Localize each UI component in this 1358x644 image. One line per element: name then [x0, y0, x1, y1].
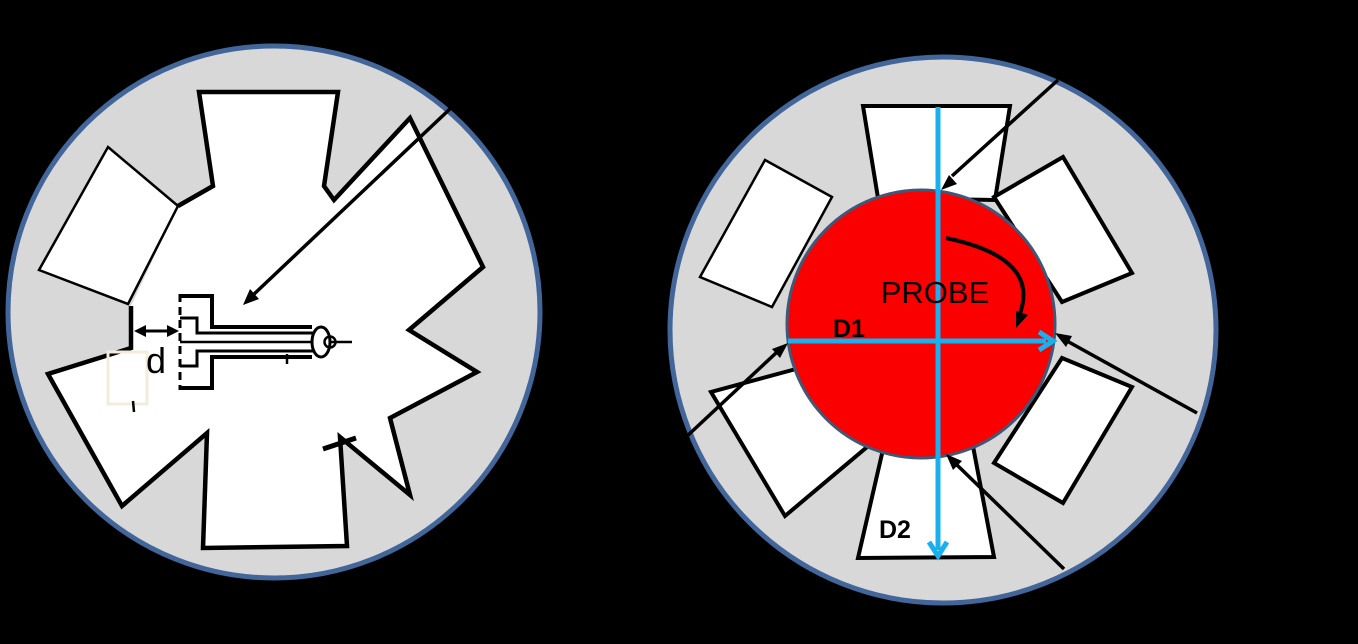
right-disc-figure: PROBE D1 D2	[667, 54, 1219, 606]
left-pole-star-outline	[44, 89, 486, 551]
left-thin-pole	[37, 145, 180, 306]
probe-circle	[785, 188, 1057, 460]
gap-arrowhead-left-icon	[134, 325, 146, 337]
left-pole-star-cavity	[48, 92, 483, 548]
gap-highlight-tick	[131, 400, 136, 413]
d1-measure-arrow	[788, 329, 1058, 353]
probe-body-top-inner	[180, 316, 314, 335]
d2-label: D2	[879, 516, 911, 544]
sensor-line-left	[683, 343, 788, 440]
d1-label: D1	[833, 315, 865, 343]
left-disc-figure: d	[5, 43, 543, 581]
rotation-arrow	[945, 236, 1028, 328]
probe-tip-ellipse	[310, 325, 332, 359]
gap-arrowhead-right-icon	[167, 325, 179, 337]
probe-body-bottom-outer	[180, 355, 312, 390]
probe-schematic	[178, 294, 352, 390]
probe-label: PROBE	[881, 275, 990, 310]
gap-dimension-arrow	[134, 325, 179, 337]
sensor-arrowhead-bottom-icon	[946, 454, 962, 470]
sensor-line-right	[1055, 333, 1198, 415]
left-notch-tick	[322, 435, 357, 452]
gap-highlight-box	[106, 350, 149, 406]
sensor-line-bottom	[946, 454, 1066, 571]
sensor-line-top	[941, 78, 1060, 190]
probe-pointer-arrowhead-icon	[243, 289, 259, 305]
probe-pointer-arrow	[243, 105, 454, 305]
d2-arrowhead-icon	[926, 540, 950, 561]
probe-body-top-outer	[180, 294, 312, 329]
d1-arrowhead-icon	[1037, 329, 1058, 353]
sensor-arrowhead-right-icon	[1055, 333, 1072, 347]
probe-body-bottom-inner	[180, 349, 314, 368]
sensor-arrowhead-left-icon	[772, 343, 788, 358]
d2-measure-arrow	[926, 107, 950, 561]
gap-label: d	[146, 340, 166, 381]
pole-lower-right	[991, 355, 1135, 506]
rotation-arrowhead-icon	[1016, 311, 1028, 328]
pole-upper-left-thin	[698, 158, 834, 309]
sensor-arrowhead-top-icon	[941, 175, 957, 190]
